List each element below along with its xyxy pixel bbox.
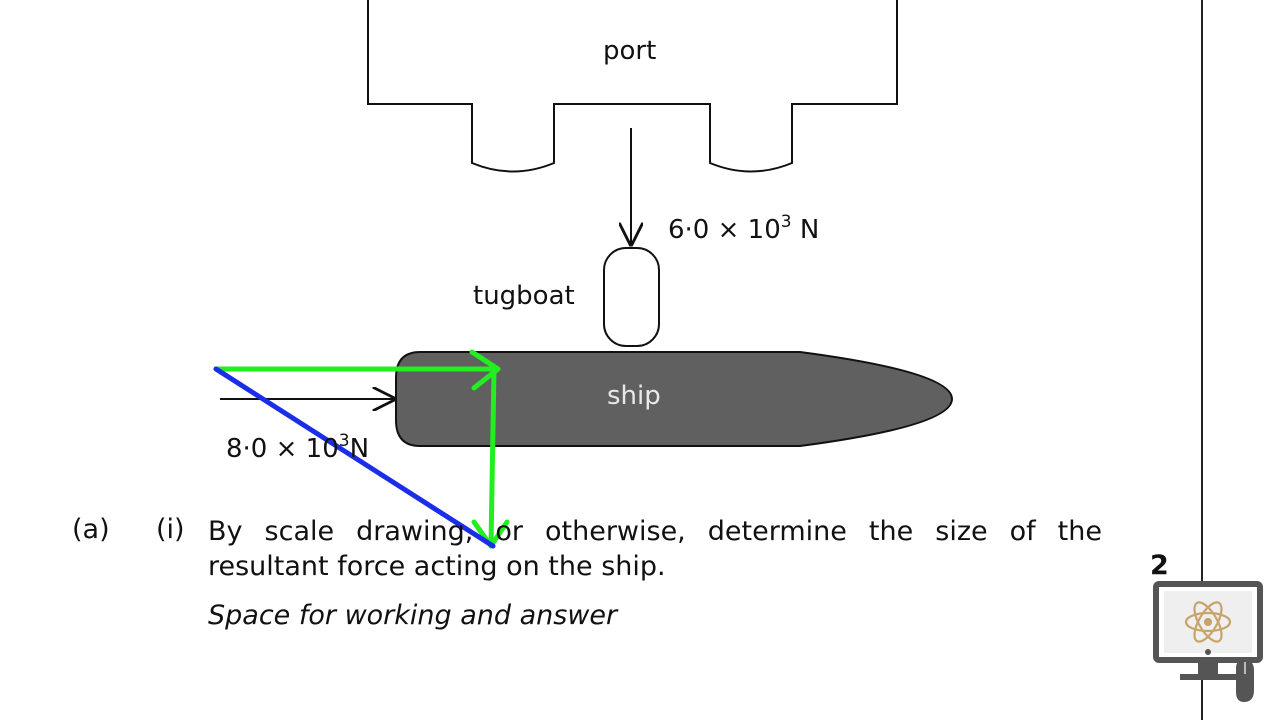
port-outline xyxy=(367,0,898,173)
tug-force-label: 6·0 × 103 N xyxy=(668,212,819,245)
ship-hull xyxy=(395,351,954,447)
blue-resultant-vector xyxy=(213,366,496,549)
tug-force-unit: N xyxy=(791,215,820,245)
marks-value: 2 xyxy=(1150,550,1169,581)
tugboat-shape xyxy=(603,247,660,347)
question-part-letter: (a) xyxy=(72,514,110,545)
margin-rule xyxy=(1201,0,1203,720)
ship-label: ship xyxy=(607,381,661,411)
working-space-label: Space for working and answer xyxy=(208,600,618,631)
ship-force-unit: N xyxy=(349,434,370,464)
ship-force-mantissa: 8·0 × 10 xyxy=(226,434,339,464)
ship-force-exponent: 3 xyxy=(338,431,350,451)
ship-force-label: 8·0 × 103N xyxy=(226,431,369,464)
tugboat-label: tugboat xyxy=(473,281,575,311)
green-vertical-vector xyxy=(488,366,497,548)
port-label: port xyxy=(603,36,657,66)
tug-force-exponent: 3 xyxy=(780,212,792,232)
tug-force-mantissa: 6·0 × 10 xyxy=(668,215,781,245)
green-horizontal-arrowhead xyxy=(469,349,501,391)
question-part-roman: (i) xyxy=(156,514,185,545)
atom-monitor-icon xyxy=(1153,581,1263,702)
question-text: By scale drawing, or otherwise, determin… xyxy=(208,516,1102,582)
